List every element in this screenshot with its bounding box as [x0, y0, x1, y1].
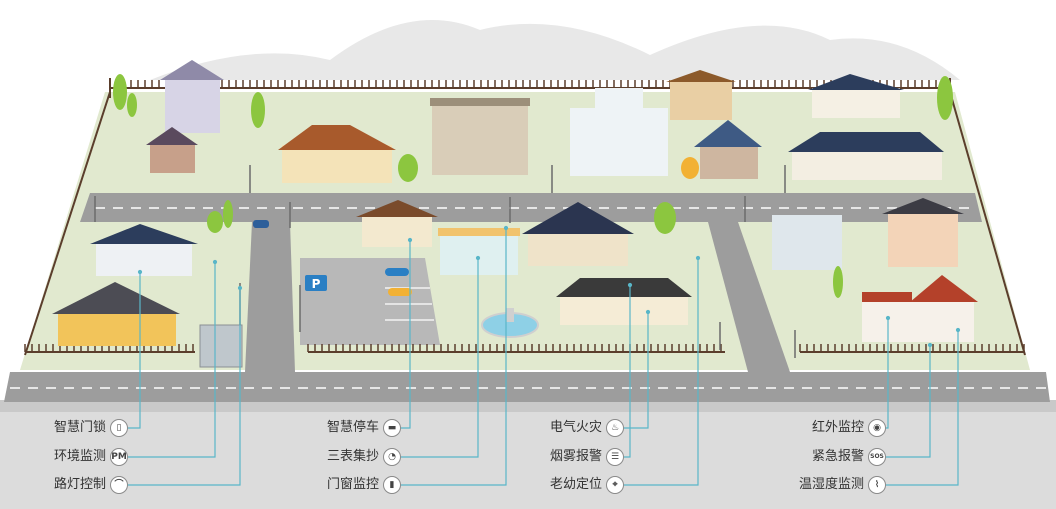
fire-icon: ♨: [606, 419, 624, 437]
leader-line: [886, 318, 889, 429]
door-window-icon: ▮: [383, 476, 401, 494]
leader-line: [886, 345, 931, 458]
legend-label: 温湿度监测: [798, 477, 864, 492]
mountains: [150, 20, 960, 80]
leader-line: [401, 240, 411, 429]
leader-anchor-dot: [695, 255, 701, 261]
legend-label: 门窗监控: [326, 477, 379, 492]
legend-label: 智慧停车: [326, 420, 379, 435]
leader-line: [624, 312, 649, 429]
leader-anchor-dot: [212, 259, 218, 265]
legend-label: 老幼定位: [549, 477, 602, 492]
leader-line: [624, 285, 631, 458]
smart-lock-icon: ▯: [110, 419, 128, 437]
legend-label: 紧急报警: [811, 449, 864, 464]
pm-sensor-icon: PM: [110, 448, 128, 466]
buildings: [52, 60, 978, 368]
leader-anchor-dot: [645, 309, 651, 315]
leader-line: [401, 228, 507, 486]
leader-anchor-dot: [475, 255, 481, 261]
leader-line: [128, 272, 141, 429]
fountain: [481, 308, 539, 338]
locator-icon: ⌖: [606, 476, 624, 494]
parking-car-icon: ▬: [383, 419, 401, 437]
leader-line: [128, 288, 241, 486]
legend-label: 路灯控制: [53, 477, 106, 492]
leader-line: [128, 262, 216, 458]
leader-anchor-dot: [627, 282, 633, 288]
legend-base-panel: [0, 412, 1056, 509]
leader-line: [886, 330, 959, 486]
roads: [4, 193, 1050, 402]
legend-label: 智慧门锁: [53, 420, 106, 435]
parking-sign: P: [305, 275, 327, 291]
legend-label: 烟雾报警: [549, 449, 602, 464]
cars: [253, 220, 412, 296]
fence-pickets: [24, 80, 1025, 352]
legend-label: 三表集抄: [326, 449, 379, 464]
thermometer-icon: ⌇: [868, 476, 886, 494]
leader-anchor-dot: [955, 327, 961, 333]
leader-anchor-dot: [137, 269, 143, 275]
leader-line: [401, 258, 479, 458]
meter-gauge-icon: ◔: [383, 448, 401, 466]
leader-anchor-dot: [503, 225, 509, 231]
infrared-icon: ◉: [868, 419, 886, 437]
legend-label: 电气火灾: [549, 420, 602, 435]
leader-anchor-dot: [885, 315, 891, 321]
legend-label: 环境监测: [53, 449, 106, 464]
leader-lines: [128, 225, 961, 486]
smoke-detector-icon: ☰: [606, 448, 624, 466]
leader-line: [624, 258, 699, 486]
leader-anchor-dot: [237, 285, 243, 291]
trees: [113, 74, 953, 298]
legend-label: 红外监控: [811, 420, 864, 435]
leader-anchor-dot: [927, 342, 933, 348]
parking-sign-letter: P: [312, 277, 321, 291]
sos-icon: SOS: [868, 448, 886, 466]
road-markings: [10, 207, 1046, 389]
street-lamp-icon: ⌒: [110, 476, 128, 494]
leader-anchor-dot: [407, 237, 413, 243]
